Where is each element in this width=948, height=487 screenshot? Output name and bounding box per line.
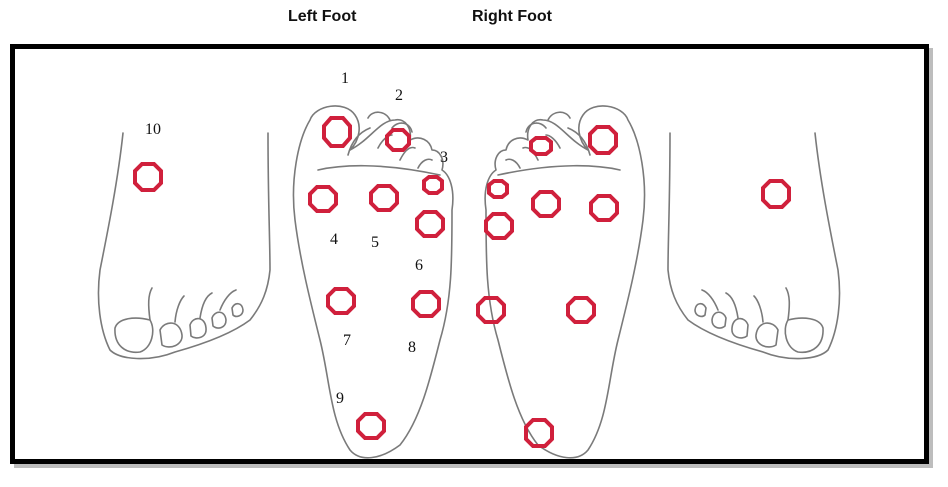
left-sole [293, 106, 452, 458]
label-7: 7 [343, 332, 351, 349]
label-3: 3 [440, 149, 448, 166]
point-7-right [568, 298, 594, 322]
label-8: 8 [408, 339, 416, 356]
label-1: 1 [341, 70, 349, 87]
point-3-right [489, 181, 507, 197]
label-5: 5 [371, 234, 379, 251]
point-3-left [424, 177, 442, 193]
label-9: 9 [336, 390, 344, 407]
point-9-left [358, 414, 384, 438]
point-1-left [324, 118, 350, 146]
label-4: 4 [330, 231, 338, 248]
point-1-right [590, 127, 616, 153]
label-2: 2 [395, 87, 403, 104]
point-5-left [371, 186, 397, 210]
point-2-right [531, 138, 551, 154]
pressure-points [135, 118, 789, 446]
point-6-left [417, 212, 443, 236]
point-7-left [328, 289, 354, 313]
right-sole [485, 106, 644, 458]
label-10: 10 [145, 121, 161, 138]
left-foot-top-view [98, 133, 270, 359]
point-10-left [135, 164, 161, 190]
point-10-right [763, 181, 789, 207]
point-4-right [591, 196, 617, 220]
point-6-right [486, 214, 512, 238]
point-5-right [533, 192, 559, 216]
point-8-left [413, 292, 439, 316]
point-4-left [310, 187, 336, 211]
point-2-left [387, 130, 409, 150]
label-6: 6 [415, 257, 423, 274]
right-foot-top-view [668, 133, 840, 359]
